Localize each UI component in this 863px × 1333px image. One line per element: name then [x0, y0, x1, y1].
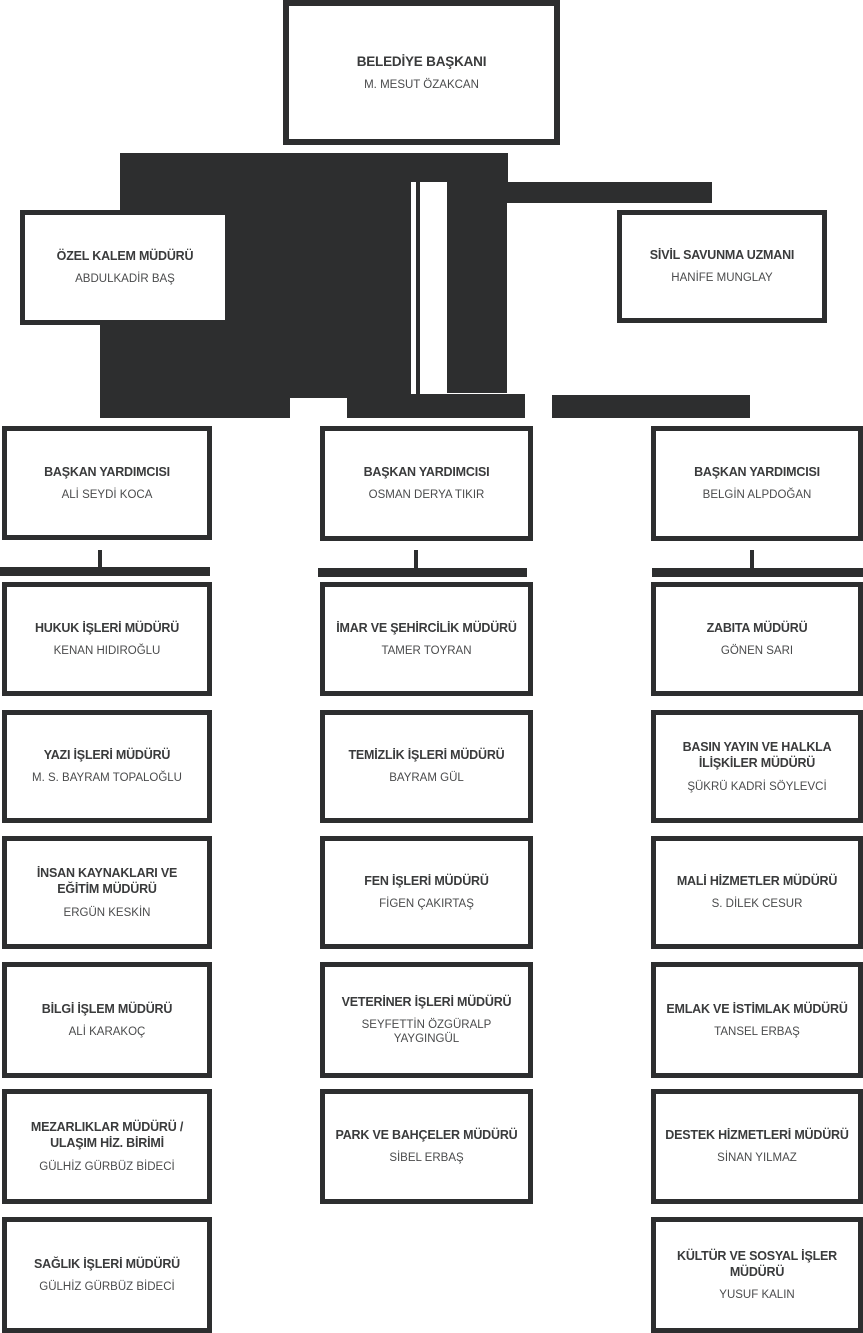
box-name: ERGÜN KESKİN	[63, 906, 151, 919]
box-name: YUSUF KALIN	[719, 1289, 795, 1302]
box-name: BAYRAM GÜL	[389, 772, 464, 785]
connector-top-bar	[120, 153, 508, 182]
connector-right-branch	[507, 182, 712, 203]
box-name: S. DİLEK CESUR	[711, 898, 803, 911]
box-title: ÖZEL KALEM MÜDÜRÜ	[56, 249, 194, 264]
box-title: VETERİNER İŞLERİ MÜDÜRÜ	[341, 994, 512, 1009]
box-title: FEN İŞLERİ MÜDÜRÜ	[364, 874, 489, 889]
org-box-deputy-1: BAŞKAN YARDIMCISI ALİ SEYDİ KOCA	[2, 426, 212, 540]
connector-rail-col1	[0, 567, 210, 576]
box-name: SEYFETTİN ÖZGÜRALP YAYGINGÜL	[361, 1018, 492, 1046]
box-name: OSMAN DERYA TIKIR	[368, 489, 485, 502]
org-box-fen-isleri: FEN İŞLERİ MÜDÜRÜ FİGEN ÇAKIRTAŞ	[320, 836, 533, 949]
connector-trunk-right	[447, 182, 507, 393]
org-box-mezarliklar: MEZARLIKLAR MÜDÜRÜ / ULAŞIM HİZ. BİRİMİ …	[2, 1089, 212, 1204]
org-box-insan-kaynaklari: İNSAN KAYNAKLARI VE EĞİTİM MÜDÜRÜ ERGÜN …	[2, 836, 212, 949]
box-name: M. MESUT ÖZAKCAN	[364, 79, 479, 92]
org-box-yazi-isleri: YAZI İŞLERİ MÜDÜRÜ M. S. BAYRAM TOPALOĞL…	[2, 710, 212, 823]
connector-stub-col3	[750, 550, 754, 569]
org-box-deputy-3: BAŞKAN YARDIMCISI BELGİN ALPDOĞAN	[651, 426, 863, 541]
box-title: BASIN YAYIN VE HALKLA İLİŞKİLER MÜDÜRÜ	[682, 740, 832, 771]
org-box-bilgi-islem: BİLGİ İŞLEM MÜDÜRÜ ALİ KARAKOÇ	[2, 962, 212, 1078]
org-box-basin-yayin: BASIN YAYIN VE HALKLA İLİŞKİLER MÜDÜRÜ Ş…	[651, 710, 863, 823]
connector-trunk-thin-line	[416, 182, 420, 398]
box-title: SAĞLIK İŞLERİ MÜDÜRÜ	[33, 1256, 180, 1271]
connector-bottom-bar-right	[552, 395, 750, 418]
connector-rail-col3	[652, 568, 863, 577]
box-title: BİLGİ İŞLEM MÜDÜRÜ	[41, 1001, 173, 1016]
org-box-temizlik-isleri: TEMİZLİK İŞLERİ MÜDÜRÜ BAYRAM GÜL	[320, 710, 533, 823]
org-box-sivil-savunma: SİVİL SAVUNMA UZMANI HANİFE MUNGLAY	[617, 210, 827, 323]
box-name: M. S. BAYRAM TOPALOĞLU	[32, 772, 182, 785]
connector-bottom-bar-middle	[347, 394, 525, 418]
connector-bottom-bar-left	[100, 397, 290, 418]
box-name: ABDULKADİR BAŞ	[75, 273, 175, 286]
org-box-emlak-istimlak: EMLAK VE İSTİMLAK MÜDÜRÜ TANSEL ERBAŞ	[651, 962, 863, 1078]
box-title: BAŞKAN YARDIMCISI	[363, 465, 490, 480]
box-title: ZABITA MÜDÜRÜ	[706, 620, 808, 635]
org-box-veteriner-isleri: VETERİNER İŞLERİ MÜDÜRÜ SEYFETTİN ÖZGÜRA…	[320, 962, 533, 1078]
box-title: MALİ HİZMETLER MÜDÜRÜ	[676, 874, 838, 889]
org-box-destek-hizmetleri: DESTEK HİZMETLERİ MÜDÜRÜ SİNAN YILMAZ	[651, 1089, 863, 1204]
box-title: YAZI İŞLERİ MÜDÜRÜ	[43, 748, 171, 763]
box-name: FİGEN ÇAKIRTAŞ	[379, 898, 474, 911]
box-title: HUKUK İŞLERİ MÜDÜRÜ	[34, 620, 180, 635]
box-name: ALİ KARAKOÇ	[68, 1025, 146, 1038]
box-title: KÜLTÜR VE SOSYAL İŞLER MÜDÜRÜ	[677, 1248, 837, 1279]
box-title: TEMİZLİK İŞLERİ MÜDÜRÜ	[348, 748, 505, 763]
connector-rail-col2	[318, 568, 527, 577]
org-box-park-bahceler: PARK VE BAHÇELER MÜDÜRÜ SİBEL ERBAŞ	[320, 1089, 533, 1204]
box-name: GÜLHİZ GÜRBÜZ BİDECİ	[39, 1280, 175, 1293]
box-title: SİVİL SAVUNMA UZMANI	[649, 248, 795, 263]
box-title: PARK VE BAHÇELER MÜDÜRÜ	[335, 1128, 518, 1143]
org-box-zabita: ZABITA MÜDÜRÜ GÖNEN SARI	[651, 582, 863, 696]
connector-trunk-left-ext	[100, 325, 120, 398]
box-title: İNSAN KAYNAKLARI VE EĞİTİM MÜDÜRÜ	[36, 866, 178, 897]
org-box-saglik-isleri: SAĞLIK İŞLERİ MÜDÜRÜ GÜLHİZ GÜRBÜZ BİDEC…	[2, 1217, 212, 1333]
box-name: KENAN HIDIROĞLU	[53, 644, 161, 657]
org-box-kultur-sosyal: KÜLTÜR VE SOSYAL İŞLER MÜDÜRÜ YUSUF KALI…	[651, 1217, 863, 1333]
box-name: SİNAN YILMAZ	[717, 1152, 797, 1165]
box-name: GÜLHİZ GÜRBÜZ BİDECİ	[39, 1160, 175, 1173]
box-name: SİBEL ERBAŞ	[389, 1152, 464, 1165]
box-name: TANSEL ERBAŞ	[714, 1025, 800, 1038]
box-name: GÖNEN SARI	[720, 644, 794, 657]
box-name: ALİ SEYDİ KOCA	[61, 488, 153, 501]
box-name: TAMER TOYRAN	[381, 644, 472, 657]
org-box-hukuk-isleri: HUKUK İŞLERİ MÜDÜRÜ KENAN HIDIROĞLU	[2, 582, 212, 696]
org-box-deputy-2: BAŞKAN YARDIMCISI OSMAN DERYA TIKIR	[320, 426, 533, 541]
org-box-belediye-baskani: BELEDİYE BAŞKANI M. MESUT ÖZAKCAN	[283, 0, 560, 145]
box-name: ŞÜKRÜ KADRİ SÖYLEVCİ	[687, 780, 827, 793]
org-box-imar-sehircilik: İMAR VE ŞEHİRCİLİK MÜDÜRÜ TAMER TOYRAN	[320, 582, 533, 696]
connector-stub-col1	[98, 550, 102, 568]
box-title: BAŞKAN YARDIMCISI	[44, 464, 170, 479]
org-box-mali-hizmetler: MALİ HİZMETLER MÜDÜRÜ S. DİLEK CESUR	[651, 836, 863, 949]
box-title: BELEDİYE BAŞKANI	[356, 53, 487, 69]
box-title: MEZARLIKLAR MÜDÜRÜ / ULAŞIM HİZ. BİRİMİ	[30, 1120, 184, 1151]
box-title: EMLAK VE İSTİMLAK MÜDÜRÜ	[666, 1001, 848, 1016]
box-name: HANİFE MUNGLAY	[671, 272, 773, 285]
org-box-ozel-kalem: ÖZEL KALEM MÜDÜRÜ ABDULKADİR BAŞ	[20, 210, 230, 325]
box-title: BAŞKAN YARDIMCISI	[694, 465, 820, 480]
connector-stub-col2	[414, 550, 418, 569]
box-title: DESTEK HİZMETLERİ MÜDÜRÜ	[665, 1128, 849, 1143]
box-name: BELGİN ALPDOĞAN	[702, 489, 812, 502]
box-title: İMAR VE ŞEHİRCİLİK MÜDÜRÜ	[336, 620, 517, 635]
